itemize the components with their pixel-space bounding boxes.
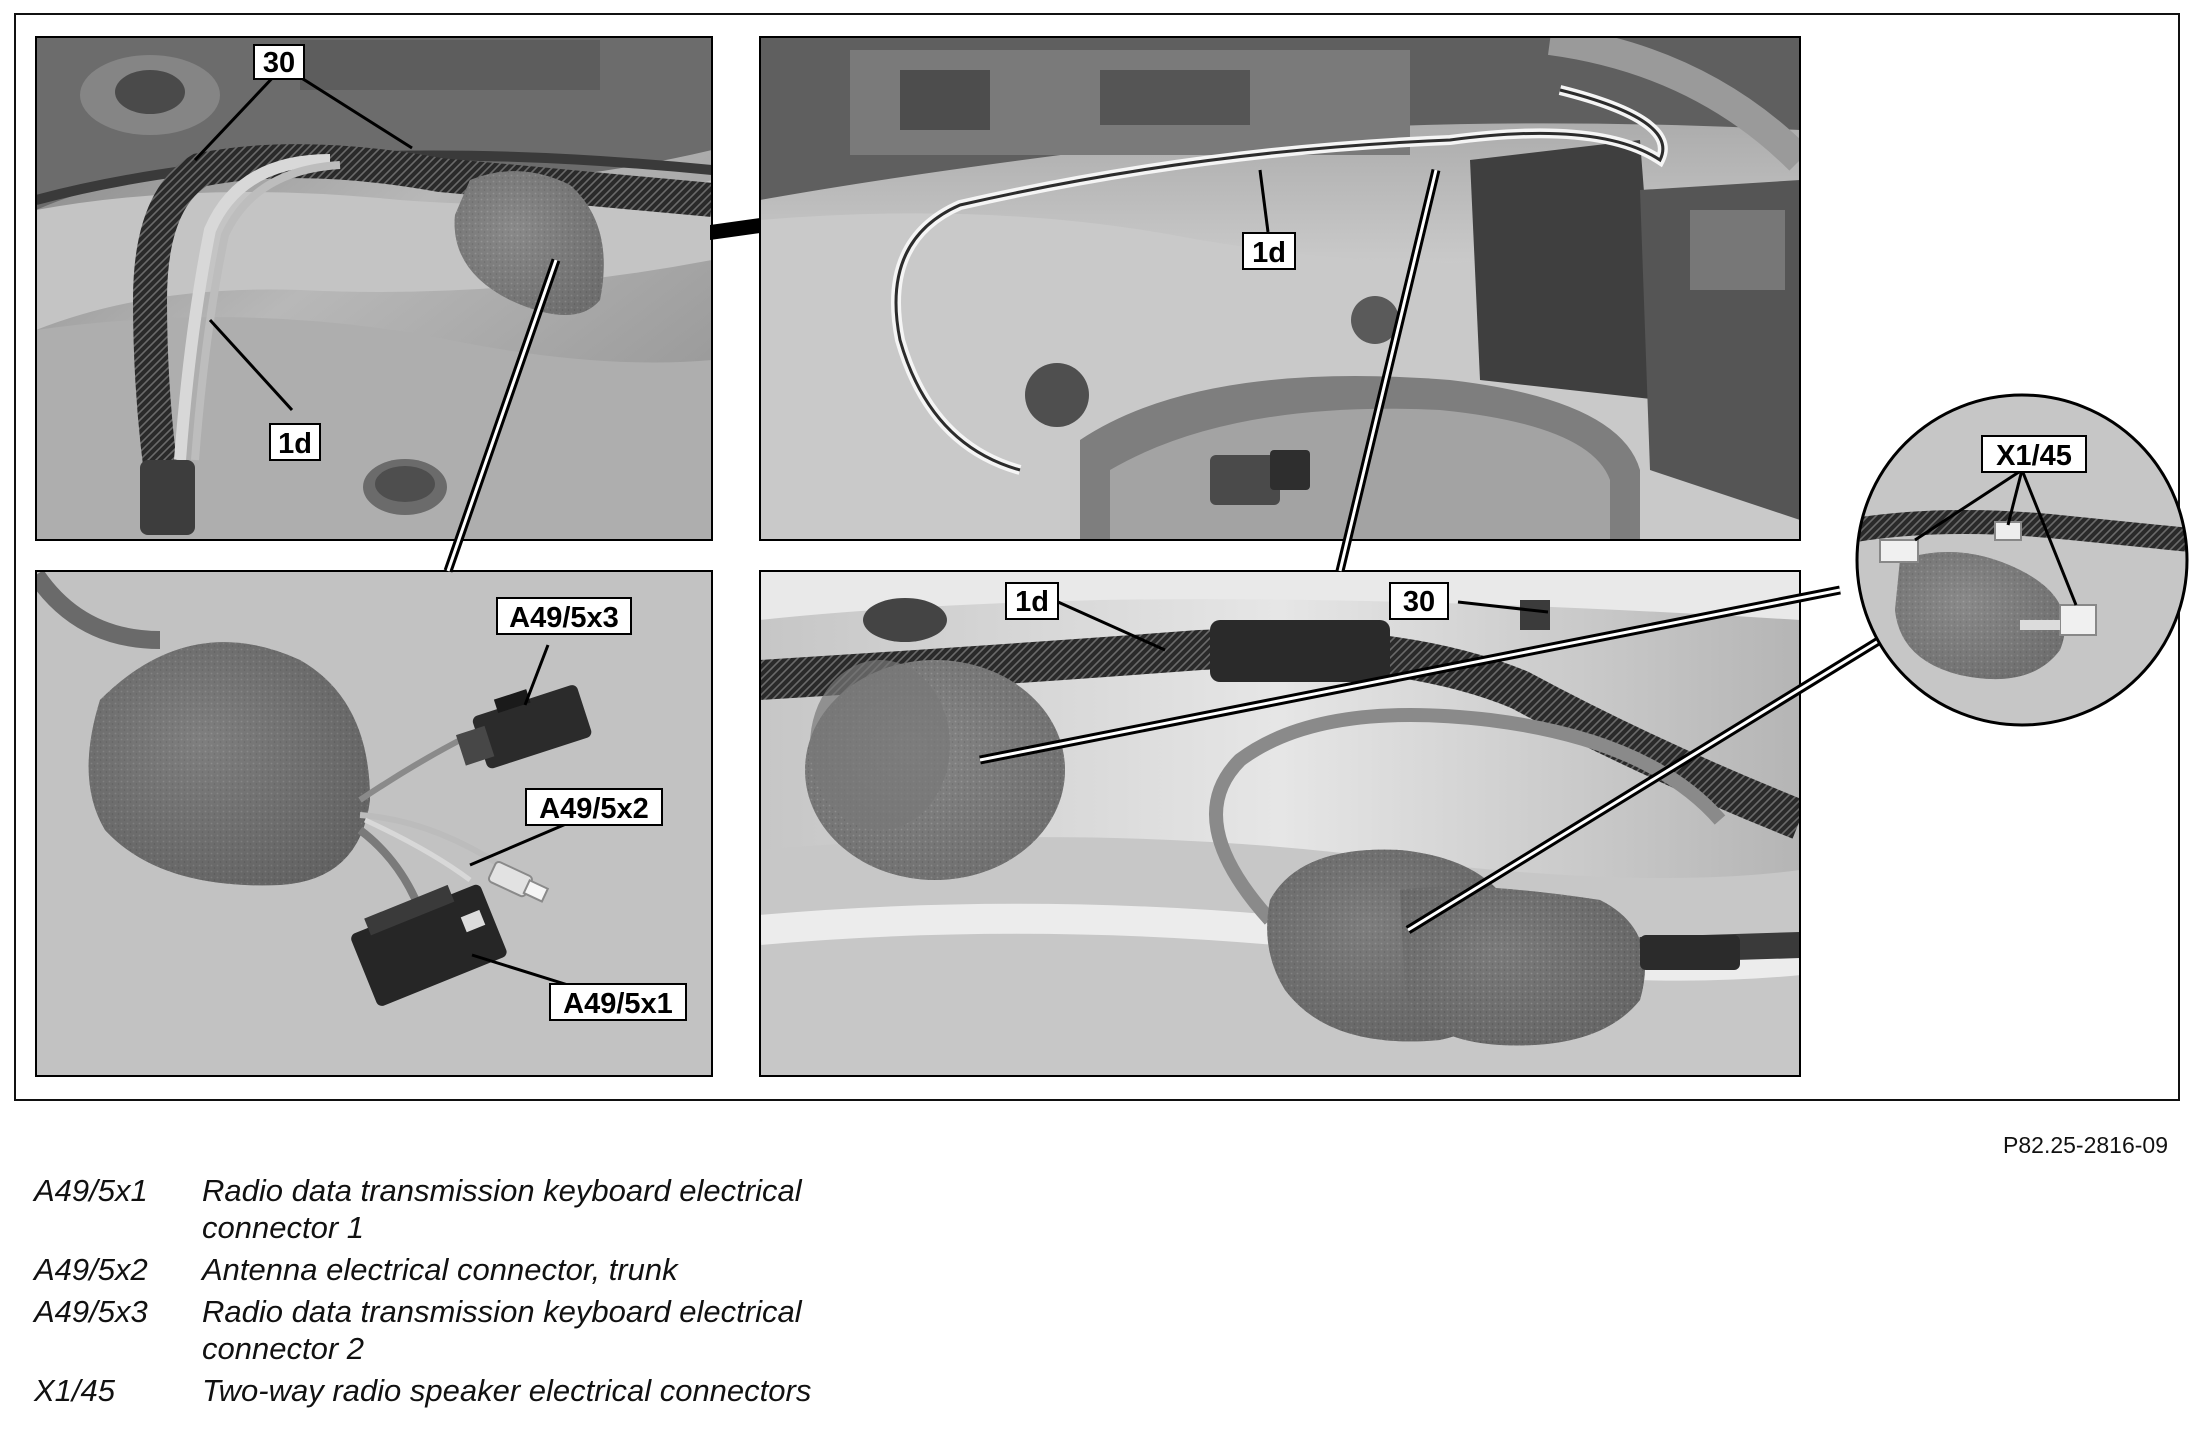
- panel-bottom-middle: [759, 570, 1801, 1077]
- legend-code: X1/45: [34, 1373, 116, 1408]
- callout-a49-5x3-text: A49/5x3: [509, 602, 619, 634]
- callout-1d-bottom-middle: 1d: [1005, 582, 1059, 620]
- callout-30-bottom-middle-text: 30: [1403, 586, 1435, 618]
- legend-description: Radio data transmission keyboard electri…: [202, 1294, 802, 1366]
- callout-30-bottom-middle: 30: [1389, 582, 1449, 620]
- panel-top-middle: [759, 36, 1801, 541]
- document-number: P82.25-2816-09: [2003, 1132, 2168, 1158]
- legend-description: Radio data transmission keyboard electri…: [202, 1173, 802, 1245]
- legend-row: A49/5x3 Radio data transmission keyboard…: [34, 1293, 1034, 1367]
- callout-1d-top-middle: 1d: [1242, 232, 1296, 270]
- callout-1d-bottom-middle-text: 1d: [1015, 586, 1049, 618]
- legend: A49/5x1 Radio data transmission keyboard…: [34, 1172, 1034, 1414]
- callout-a49-5x2: A49/5x2: [525, 788, 663, 826]
- legend-row: A49/5x2 Antenna electrical connector, tr…: [34, 1251, 1034, 1288]
- legend-code: A49/5x1: [34, 1173, 148, 1208]
- callout-a49-5x2-text: A49/5x2: [539, 793, 649, 825]
- legend-row: X1/45 Two-way radio speaker electrical c…: [34, 1372, 1034, 1409]
- callout-1d-top-left-text: 1d: [278, 428, 312, 460]
- callout-1d-top-left: 1d: [269, 423, 321, 461]
- callout-30-top-left: 30: [253, 44, 305, 80]
- callout-a49-5x1-text: A49/5x1: [563, 988, 673, 1020]
- callout-1d-top-middle-text: 1d: [1252, 237, 1286, 269]
- callout-a49-5x1: A49/5x1: [549, 983, 687, 1021]
- callout-30-top-left-text: 30: [263, 47, 295, 79]
- panel-connector-lines: [443, 168, 1441, 573]
- callout-x1-45-text: X1/45: [1996, 440, 2072, 472]
- callout-x1-45: X1/45: [1981, 435, 2087, 473]
- panel-top-left: [35, 36, 713, 541]
- legend-row: A49/5x1 Radio data transmission keyboard…: [34, 1172, 1034, 1246]
- circle-detail: [979, 393, 2189, 934]
- legend-code: A49/5x3: [34, 1294, 148, 1329]
- legend-description: Antenna electrical connector, trunk: [202, 1252, 678, 1287]
- legend-description: Two-way radio speaker electrical connect…: [202, 1373, 812, 1408]
- callout-a49-5x3: A49/5x3: [496, 597, 632, 635]
- legend-code: A49/5x2: [34, 1252, 148, 1287]
